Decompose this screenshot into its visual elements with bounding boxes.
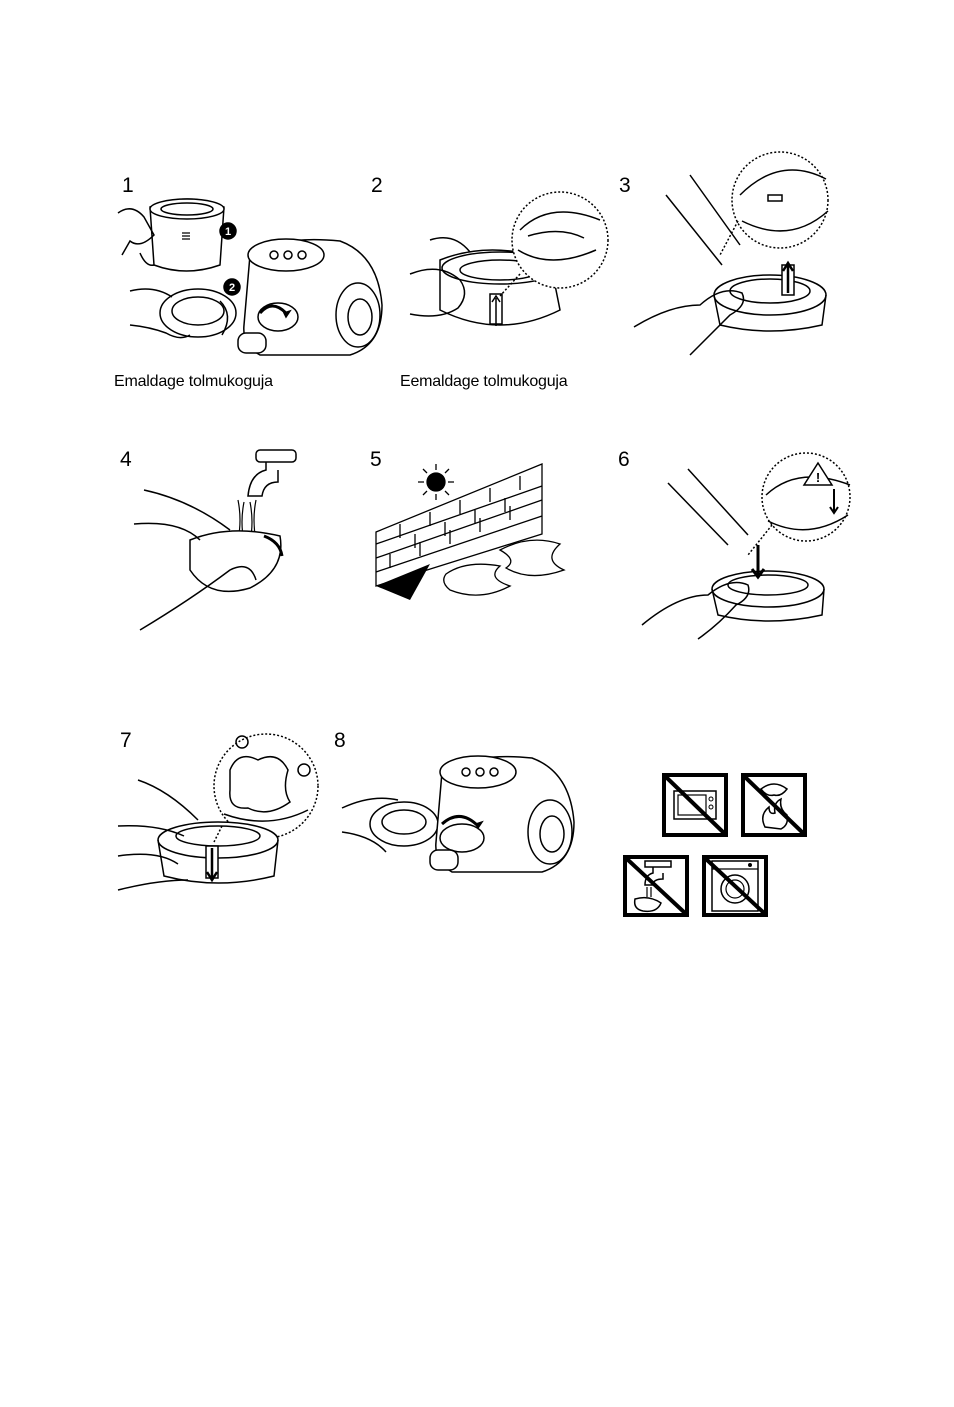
svg-text:2: 2 <box>229 282 235 294</box>
no-fire-dry-icon <box>741 773 807 837</box>
step-6-illustration: ! <box>638 445 858 640</box>
step-1-number: 1 <box>122 175 134 196</box>
step-7-illustration <box>118 730 328 910</box>
no-washing-machine-icon <box>702 855 768 917</box>
step-2-number: 2 <box>371 175 383 196</box>
step-8-illustration <box>342 748 602 878</box>
step-2-illustration <box>400 190 610 360</box>
no-microwave-icon <box>662 773 728 837</box>
step-5-illustration <box>370 460 570 610</box>
svg-text:1: 1 <box>225 226 231 238</box>
step-4-illustration <box>130 440 310 640</box>
step-1-caption: Emaldage tolmukoguja <box>114 373 273 391</box>
step-6-number: 6 <box>618 449 630 470</box>
svg-text:!: ! <box>816 470 820 485</box>
step-2-caption: Eemaldage tolmukoguja <box>400 373 567 391</box>
step-3-number: 3 <box>619 175 631 196</box>
step-1-illustration: 1 2 <box>110 195 390 365</box>
no-tap-wash-icon <box>623 855 689 917</box>
sun-icon <box>427 473 445 491</box>
step-3-illustration <box>630 155 840 360</box>
